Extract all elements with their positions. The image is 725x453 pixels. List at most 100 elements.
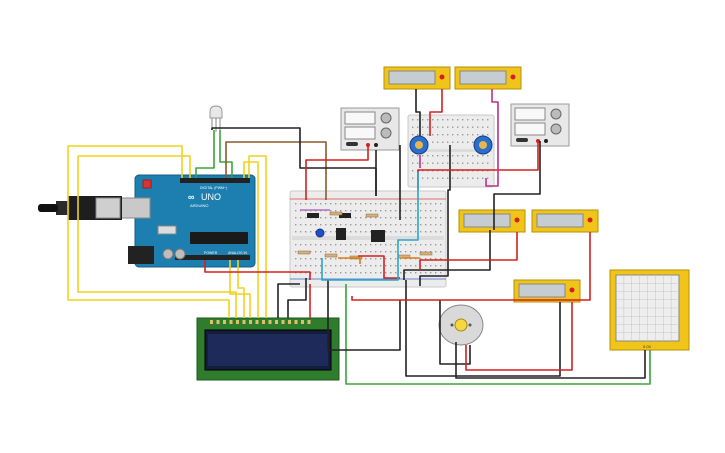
breadboard-hole: [385, 272, 387, 274]
breadboard-hole: [400, 251, 402, 253]
breadboard-hole: [442, 119, 444, 121]
breadboard-hole: [355, 224, 357, 226]
breadboard-hole: [365, 265, 367, 267]
breadboard-hole: [442, 177, 444, 179]
breadboard-hole: [300, 224, 302, 226]
breadboard-hole: [330, 265, 332, 267]
breadboard-hole: [355, 217, 357, 219]
breadboard-hole: [440, 217, 442, 219]
breadboard-hole: [300, 244, 302, 246]
arduino-uno[interactable]: ∞ UNO ARDUINO DIGITAL (PWM~) POWER ANALO…: [119, 174, 256, 268]
potentiometer-1[interactable]: [409, 135, 429, 155]
wire-red: [419, 232, 518, 270]
breadboard-hole: [435, 217, 437, 219]
breadboard-hole: [420, 272, 422, 274]
power-header-label: POWER: [204, 251, 218, 255]
breadboard-hole: [325, 217, 327, 219]
breadboard-hole: [447, 134, 449, 136]
breadboard-hole: [365, 210, 367, 212]
wire-black: [415, 89, 421, 136]
breadboard-hole: [435, 251, 437, 253]
breadboard-hole: [340, 210, 342, 212]
breadboard-hole: [395, 265, 397, 267]
breadboard-hole: [442, 134, 444, 136]
breadboard-hole: [462, 177, 464, 179]
power-supply-2[interactable]: [510, 103, 570, 147]
breadboard-hole: [320, 251, 322, 253]
breadboard-hole: [390, 272, 392, 274]
breadboard-hole: [315, 265, 317, 267]
breadboard-hole: [320, 265, 322, 267]
breadboard-hole: [325, 265, 327, 267]
breadboard-hole: [360, 217, 362, 219]
multimeter-5[interactable]: [513, 279, 581, 303]
usb-cable: [38, 196, 122, 220]
breadboard-hole: [412, 162, 414, 164]
breadboard-hole: [295, 203, 297, 205]
multimeter-3[interactable]: [458, 209, 526, 233]
breadboard-hole: [385, 244, 387, 246]
breadboard-hole: [390, 244, 392, 246]
breadboard-hole: [320, 224, 322, 226]
potentiometer-2[interactable]: [473, 135, 493, 155]
breadboard-hole: [457, 119, 459, 121]
breadboard-hole: [400, 231, 402, 233]
breadboard-hole: [482, 162, 484, 164]
breadboard-hole: [375, 251, 377, 253]
power-supply-1[interactable]: [340, 107, 400, 151]
oscilloscope[interactable]: 0.0V: [609, 269, 690, 351]
breadboard-hole: [435, 210, 437, 212]
breadboard-hole: [320, 203, 322, 205]
breadboard-hole: [345, 203, 347, 205]
breadboard-hole: [467, 141, 469, 143]
breadboard-hole: [432, 126, 434, 128]
breadboard-hole: [370, 244, 372, 246]
breadboard-hole: [295, 258, 297, 260]
breadboard-hole: [315, 224, 317, 226]
lcd-pin: [236, 320, 239, 324]
breadboard-hole: [467, 134, 469, 136]
breadboard-hole: [370, 217, 372, 219]
wire-red: [351, 232, 591, 301]
breadboard-hole: [472, 119, 474, 121]
breadboard-hole: [375, 265, 377, 267]
breadboard-hole: [375, 244, 377, 246]
breadboard-hole: [350, 224, 352, 226]
breadboard-hole: [390, 231, 392, 233]
breadboard-hole: [405, 203, 407, 205]
multimeter-4[interactable]: [531, 209, 599, 233]
breadboard-hole: [412, 170, 414, 172]
breadboard-hole: [380, 210, 382, 212]
reset-button[interactable]: [142, 179, 152, 189]
breadboard-hole: [452, 134, 454, 136]
breadboard-hole: [335, 217, 337, 219]
multimeter-1[interactable]: [383, 66, 451, 90]
breadboard-hole: [360, 272, 362, 274]
multimeter-2[interactable]: [454, 66, 522, 90]
dc-motor[interactable]: [438, 304, 484, 346]
breadboard-hole: [425, 251, 427, 253]
breadboard-hole: [385, 231, 387, 233]
breadboard-hole: [467, 177, 469, 179]
breadboard-hole: [435, 258, 437, 260]
breadboard-hole: [435, 224, 437, 226]
breadboard-hole: [310, 258, 312, 260]
wire-brown: [225, 141, 327, 200]
breadboard-hole: [435, 231, 437, 233]
breadboard-hole: [467, 155, 469, 157]
lcd-16x2-display: [196, 317, 340, 381]
breadboard-hole: [385, 251, 387, 253]
breadboard-hole: [487, 134, 489, 136]
breadboard-hole: [400, 258, 402, 260]
breadboard-hole: [370, 231, 372, 233]
breadboard-hole: [452, 119, 454, 121]
breadboard-hole: [390, 224, 392, 226]
breadboard-hole: [300, 203, 302, 205]
breadboard-hole: [395, 217, 397, 219]
breadboard-hole: [325, 258, 327, 260]
ic-chip-1: [336, 228, 346, 240]
breadboard-hole: [365, 272, 367, 274]
breadboard-hole: [447, 162, 449, 164]
breadboard-hole: [330, 231, 332, 233]
